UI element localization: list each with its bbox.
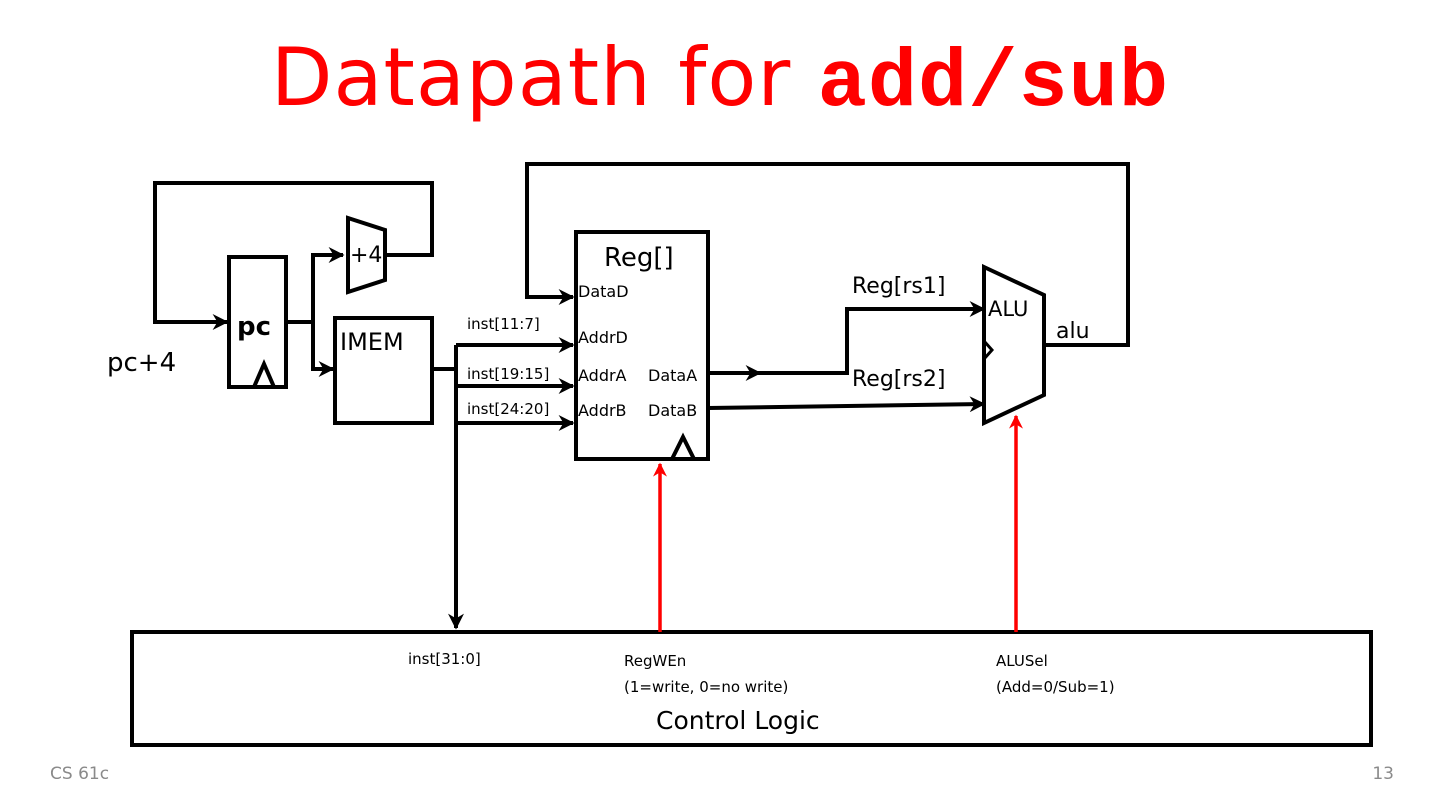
port-data-b: DataB: [648, 401, 697, 420]
title-plain: Datapath for: [270, 31, 818, 124]
port-data-d: DataD: [578, 282, 629, 301]
alu-shape: [982, 263, 1046, 427]
regwen-desc: (1=write, 0=no write): [624, 678, 788, 696]
wire-alu-writeback: [525, 162, 1130, 347]
control-logic-title: Control Logic: [656, 706, 820, 735]
port-addr-b: AddrB: [578, 401, 627, 420]
wire-pc-to-imem: [311, 322, 335, 377]
label-reg-rs2: Reg[rs2]: [852, 367, 945, 392]
wire-inst-rd: [454, 345, 573, 369]
alu-notch: [982, 340, 995, 360]
slide-title: Datapath for add/sub: [0, 28, 1440, 134]
wire-rs2-to-alu: [707, 396, 986, 413]
pc-plus4-label: pc+4: [107, 348, 176, 378]
wire-pc-to-adder: [287, 247, 345, 324]
footer-course: CS 61c: [50, 764, 110, 784]
pc-clock-icon: [252, 358, 276, 388]
wire-pc-plus4-loop: [153, 181, 434, 330]
label-alu-out: alu: [1056, 319, 1090, 344]
label-reg-rs1: Reg[rs1]: [852, 274, 945, 299]
regfile-box: [574, 230, 710, 461]
regfile-title: Reg[]: [604, 243, 674, 273]
control-logic-box: [130, 630, 1373, 747]
imem-label: IMEM: [340, 328, 404, 356]
label-inst-rs2: inst[24:20]: [467, 400, 549, 418]
title-code: add/sub: [817, 37, 1170, 130]
adder-shape: [346, 215, 387, 295]
port-data-a: DataA: [648, 366, 697, 385]
adder-label: +4: [350, 243, 382, 268]
pc-label: pc: [237, 312, 271, 342]
label-inst-rs1: inst[19:15]: [467, 365, 549, 383]
alu-label: ALU: [988, 297, 1028, 321]
regwen-name: RegWEn: [624, 652, 686, 670]
port-addr-d: AddrD: [578, 328, 628, 347]
port-addr-a: AddrA: [578, 366, 627, 385]
regfile-clock-icon: [670, 432, 696, 460]
pc-register: [227, 255, 288, 389]
alusel-desc: (Add=0/Sub=1): [996, 678, 1115, 696]
wire-rs1-to-alu: [745, 301, 986, 375]
alusel-name: ALUSel: [996, 652, 1048, 670]
page-number: 13: [1372, 764, 1394, 784]
label-inst-rd: inst[11:7]: [467, 315, 540, 333]
label-inst-all: inst[31:0]: [408, 650, 481, 668]
